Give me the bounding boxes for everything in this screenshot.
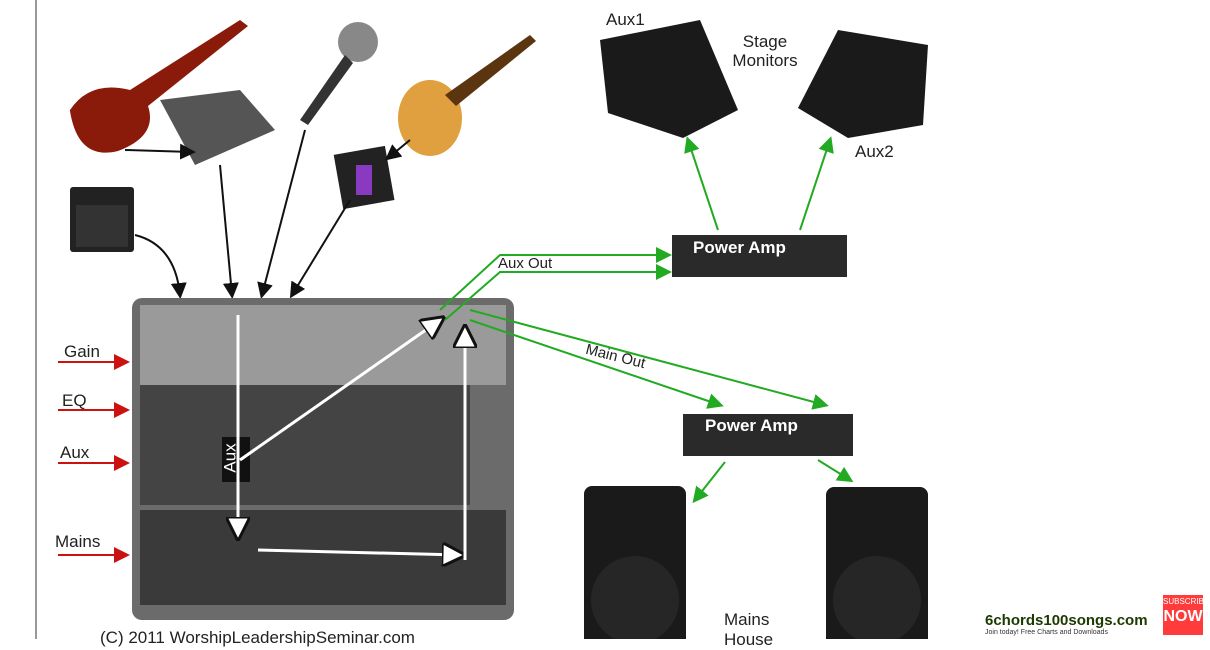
stage-monitors-label: Stage Monitors [732,32,798,70]
aux-vertical-label: Aux [220,443,240,473]
stage-monitor-left-icon [600,20,738,138]
signal-arrows [439,136,854,504]
mains-speaker-right-icon [826,487,928,639]
site-tagline: Join today! Free Charts and Downloads [985,629,1108,636]
amplifier-icon [70,187,134,252]
aux1-label: Aux1 [606,10,645,29]
mains-label: Mains [55,532,101,551]
copyright-text: (C) 2011 WorshipLeadershipSeminar.com [100,628,415,647]
eq-label: EQ [62,391,87,410]
pedalboard-icon [160,90,275,165]
electric-guitar-icon [70,20,248,153]
subscribe-text: SUBSCRIBE [1163,597,1210,606]
subscribe-button[interactable]: SUBSCRIBE NOW [1163,595,1209,635]
microphone-icon [300,22,378,125]
power-amp-top-label: Power Amp [693,238,786,257]
power-amp-bottom-label: Power Amp [705,416,798,435]
subscribe-now-text: NOW [1163,608,1203,625]
aux-label-box [222,437,250,482]
site-logo: 6chords100songs.com [985,612,1148,629]
aux2-label: Aux2 [855,142,894,161]
mains-house-label: Mains House [724,610,774,649]
mixer-icon [132,298,514,620]
aux-out-label: Aux Out [498,255,553,272]
gain-label: Gain [64,342,100,361]
power-amp-top-icon [672,235,847,277]
di-box-icon [333,145,395,210]
stage-monitor-right-icon [798,30,928,138]
mains-speaker-left-icon [584,486,686,639]
aux-label: Aux [60,443,90,462]
acoustic-guitar-icon [398,35,536,156]
label-arrows [58,354,130,563]
power-amp-bottom-icon [683,414,853,456]
input-arrows [124,129,411,299]
flow-arrows [238,315,465,560]
